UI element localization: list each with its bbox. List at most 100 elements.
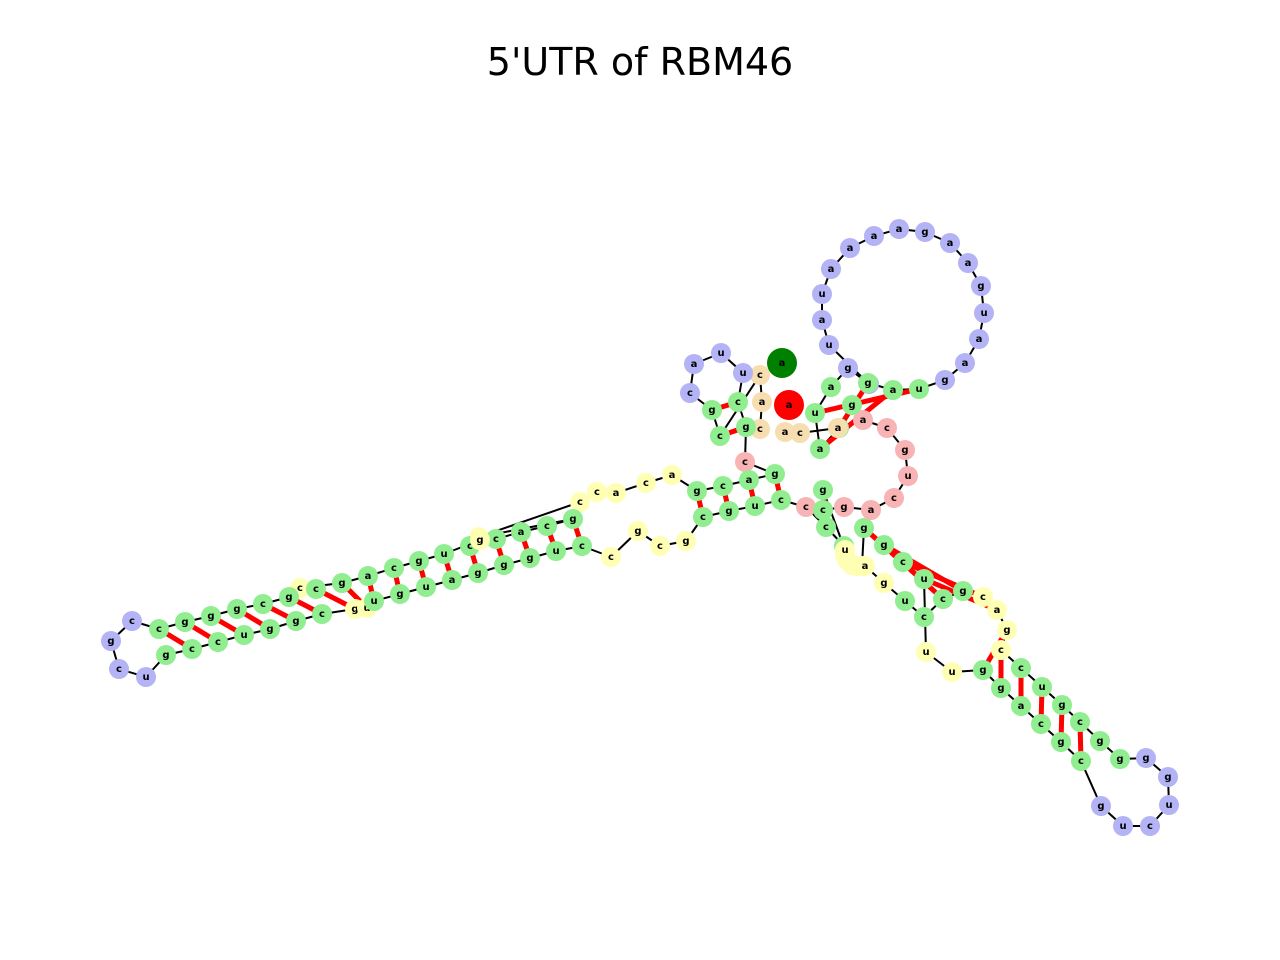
nucleotide: a: [969, 329, 989, 349]
nucleotide-circle: [719, 501, 739, 521]
nucleotide-circle: [122, 611, 142, 631]
nucleotide-circle: [745, 496, 765, 516]
nucleotide: g: [175, 612, 195, 632]
nucleotide-label: g: [1164, 772, 1171, 783]
nucleotide-circle: [935, 370, 955, 390]
nucleotide-label: g: [708, 405, 715, 416]
nucleotide-circle: [208, 632, 228, 652]
nucleotide-label: c: [940, 594, 946, 605]
nucleotide: g: [874, 535, 894, 555]
nucleotide-label: g: [266, 624, 273, 635]
nucleotide: c: [735, 452, 755, 472]
nucleotide: g: [973, 660, 993, 680]
nucleotide: g: [874, 573, 894, 593]
nucleotide: g: [997, 620, 1017, 640]
nucleotide: g: [101, 631, 121, 651]
nucleotide-circle: [1090, 731, 1110, 751]
nucleotide-label: u: [552, 546, 559, 557]
nucleotide-circle: [1011, 696, 1031, 716]
nucleotide-label: a: [449, 575, 456, 586]
nucleotide: g: [915, 222, 935, 242]
nucleotide-label: c: [594, 487, 600, 498]
nucleotide: g: [1091, 796, 1111, 816]
nucleotide-circle: [997, 620, 1017, 640]
nucleotide-label: c: [189, 644, 195, 655]
nucleotide-label: u: [948, 667, 955, 678]
nucleotide-label: c: [823, 522, 829, 533]
five-prime-marker-circle: [767, 348, 797, 378]
nucleotide-label: a: [835, 423, 842, 434]
nucleotide-circle: [1113, 816, 1133, 836]
nucleotide: u: [916, 642, 936, 662]
nucleotide-label: a: [746, 475, 753, 486]
nucleotide-circle: [816, 517, 836, 537]
nucleotide-label: g: [880, 578, 887, 589]
nucleotide-circle: [735, 452, 755, 472]
nucleotide-circle: [109, 659, 129, 679]
nucleotide-circle: [684, 354, 704, 374]
nucleotide: u: [434, 544, 454, 564]
nucleotide-label: c: [129, 616, 135, 627]
nucleotide-label: a: [896, 224, 903, 235]
nucleotide-circle: [1032, 677, 1052, 697]
nucleotide-label: g: [901, 445, 908, 456]
nucleotide: g: [1052, 695, 1072, 715]
nucleotide-circle: [227, 599, 247, 619]
nucleotide: u: [364, 591, 384, 611]
nucleotide-label: g: [396, 589, 403, 600]
nucleotide-circle: [877, 418, 897, 438]
nucleotide-label: g: [977, 281, 984, 292]
nucleotide-label: a: [868, 505, 875, 516]
nucleotide-circle: [680, 383, 700, 403]
nucleotide: u: [819, 335, 839, 355]
nucleotide-circle: [813, 500, 833, 520]
nucleotide-circle: [821, 259, 841, 279]
nucleotide-circle: [973, 660, 993, 680]
nucleotide: a: [1011, 696, 1031, 716]
nucleotide-circle: [711, 343, 731, 363]
nucleotide-label: c: [1077, 717, 1083, 728]
nucleotide-label: a: [828, 382, 835, 393]
nucleotide: u: [805, 403, 825, 423]
nucleotide: g: [520, 548, 540, 568]
nucleotide-label: g: [1058, 700, 1065, 711]
nucleotide: u: [898, 466, 918, 486]
nucleotide: g: [813, 480, 833, 500]
nucleotide-circle: [434, 544, 454, 564]
nucleotide-circle: [1011, 658, 1031, 678]
nucleotide-label: a: [782, 427, 789, 438]
nucleotide-circle: [955, 353, 975, 373]
nucleotide-circle: [390, 584, 410, 604]
nucleotide-circle: [662, 465, 682, 485]
nucleotide: g: [953, 581, 973, 601]
nucleotide-circle: [650, 536, 670, 556]
nucleotide-circle: [914, 607, 934, 627]
nucleotide-label: c: [544, 521, 550, 532]
nucleotide: c: [312, 604, 332, 624]
nucleotide: c: [587, 482, 607, 502]
nucleotide-label: g: [233, 604, 240, 615]
nucleotide-circle: [494, 555, 514, 575]
nucleotide-circle: [1071, 751, 1091, 771]
nucleotide: g: [1158, 767, 1178, 787]
base-pair-bonds: [157, 381, 1084, 762]
nucleotide-label: g: [742, 422, 749, 433]
nucleotide: a: [987, 600, 1007, 620]
nucleotide-label: u: [922, 647, 929, 658]
nucleotide-label: g: [819, 485, 826, 496]
nucleotide: c: [713, 476, 733, 496]
nucleotide-label: g: [941, 375, 948, 386]
nucleotide: u: [1032, 677, 1052, 697]
nucleotide: c: [486, 529, 506, 549]
nucleotide-label: g: [725, 506, 732, 517]
nucleotide-circle: [909, 379, 929, 399]
nucleotide: a: [752, 392, 772, 412]
nucleotide-circle: [710, 426, 730, 446]
nucleotide: c: [149, 619, 169, 639]
nucleotide: c: [991, 640, 1011, 660]
nucleotide: g: [702, 400, 722, 420]
nucleotide: g: [1110, 749, 1130, 769]
nucleotide-label: c: [1078, 756, 1084, 767]
nucleotide-label: g: [840, 502, 847, 513]
nucleotide: g: [1090, 731, 1110, 751]
